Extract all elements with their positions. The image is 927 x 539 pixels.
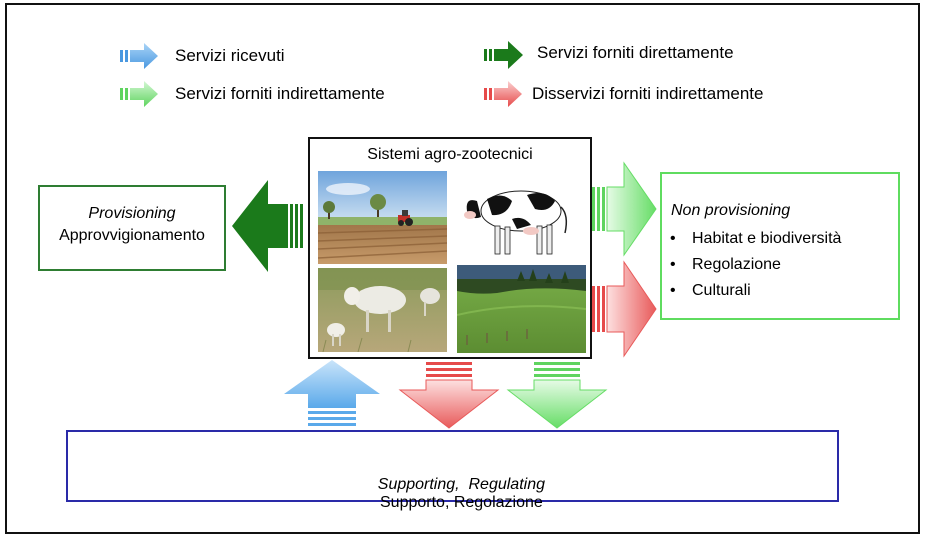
tractor-field-photo bbox=[318, 171, 447, 264]
non-provisioning-item: Culturali bbox=[662, 278, 841, 304]
non-provisioning-box: Non provisioning Habitat e biodiversità … bbox=[660, 172, 900, 320]
supporting-label-it: Supporto, Regolazione bbox=[380, 494, 543, 511]
diagram-frame bbox=[5, 3, 920, 534]
legend-disservice-arrow-icon bbox=[484, 81, 522, 107]
provisioning-title-it: Approvvigionamento bbox=[59, 227, 205, 244]
non-provisioning-item: Regolazione bbox=[662, 252, 841, 278]
legend-received-arrow-icon bbox=[120, 43, 158, 69]
indirect-service-arrow-right bbox=[592, 161, 657, 257]
disservice-arrow-down bbox=[398, 362, 500, 429]
direct-service-arrow-left bbox=[232, 180, 303, 272]
non-provisioning-title: Non provisioning bbox=[671, 202, 791, 219]
legend-indirect-label: Servizi forniti indirettamente bbox=[175, 84, 385, 103]
legend-direct-label: Servizi forniti direttamente bbox=[537, 43, 734, 62]
sheep-photo bbox=[318, 268, 447, 352]
disservice-arrow-right bbox=[592, 260, 657, 358]
legend-indirect-arrow-icon bbox=[120, 81, 158, 107]
legend-direct-arrow-icon bbox=[484, 41, 523, 69]
cow-photo bbox=[457, 171, 586, 264]
agro-systems-title: Sistemi agro-zootecnici bbox=[367, 146, 533, 163]
supporting-label: Supporting, Regulating Supporto, Regolaz… bbox=[68, 458, 837, 530]
agro-systems-box: Sistemi agro-zootecnici bbox=[308, 137, 592, 359]
legend-received-label: Servizi ricevuti bbox=[175, 46, 285, 65]
non-provisioning-item: Habitat e biodiversità bbox=[662, 226, 841, 252]
received-service-arrow-up bbox=[284, 360, 380, 426]
legend-disservice-label: Disservizi forniti indirettamente bbox=[532, 84, 764, 103]
pasture-photo bbox=[457, 265, 586, 353]
supporting-label-en: Supporting, Regulating bbox=[377, 476, 545, 493]
provisioning-title-en: Provisioning bbox=[88, 205, 176, 222]
provisioning-box: Provisioning Approvvigionamento bbox=[38, 185, 226, 271]
indirect-service-arrow-down bbox=[506, 362, 608, 429]
supporting-regulating-box: Supporting, Regulating Supporto, Regolaz… bbox=[66, 430, 839, 511]
